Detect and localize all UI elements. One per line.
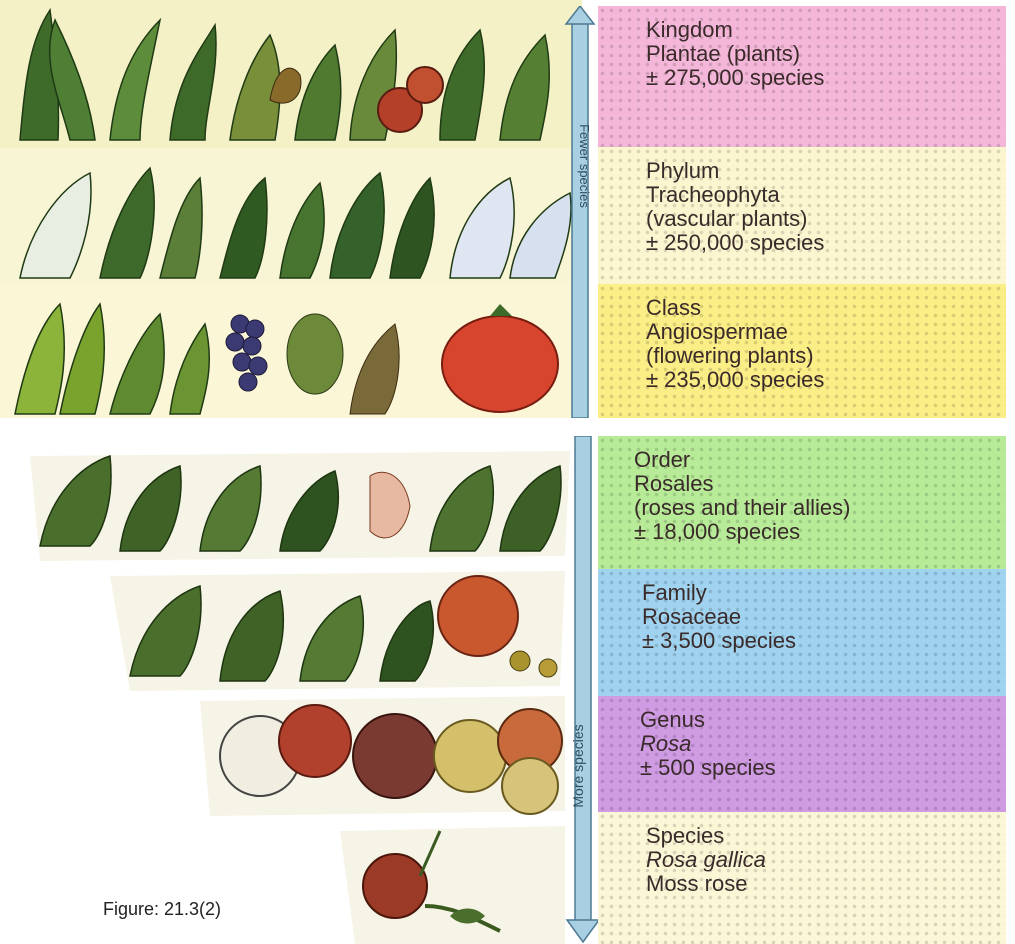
rank-name: Rosa — [640, 732, 1006, 756]
phylum-plants-illustration — [0, 148, 582, 284]
rank-name: Rosaceae — [642, 605, 1006, 629]
genus-illustration — [200, 696, 565, 816]
rank-common-name: Moss rose — [646, 872, 1006, 896]
vascular-plants-drawing — [0, 148, 582, 284]
rank-count: ± 500 species — [640, 756, 1006, 780]
rank-count: ± 3,500 species — [642, 629, 1006, 653]
rank-phylum: Phylum Tracheophyta (vascular plants) ± … — [598, 147, 1006, 284]
order-illustration — [30, 451, 570, 561]
rank-genus: Genus Rosa ± 500 species — [598, 696, 1006, 812]
more-species-label: More species — [570, 724, 586, 807]
rank-title: Species — [646, 824, 1006, 848]
fewer-species-label: Fewer species — [577, 124, 592, 208]
rank-kingdom: Kingdom Plantae (plants) ± 275,000 speci… — [598, 6, 1006, 147]
rank-title: Genus — [640, 708, 1006, 732]
flowering-plants-drawing — [0, 284, 582, 418]
rank-count: ± 235,000 species — [646, 368, 1006, 392]
rank-description: (flowering plants) — [646, 344, 1006, 368]
rank-title: Order — [634, 448, 1006, 472]
rank-count: ± 275,000 species — [646, 66, 1006, 90]
rank-count: ± 250,000 species — [646, 231, 1006, 255]
rank-title: Family — [642, 581, 1006, 605]
species-illustration — [340, 826, 565, 944]
rank-count: ± 18,000 species — [634, 520, 1006, 544]
rank-name: Rosa gallica — [646, 848, 1006, 872]
rank-description: (vascular plants) — [646, 207, 1006, 231]
rank-title: Class — [646, 296, 1006, 320]
figure-label: Figure: 21.3(2) — [103, 899, 221, 920]
plants-drawing — [0, 0, 582, 148]
rank-title: Kingdom — [646, 18, 1006, 42]
rank-order: Order Rosales (roses and their allies) ±… — [598, 436, 1006, 569]
narrowing-illustrations — [0, 436, 582, 944]
rank-name: Plantae (plants) — [646, 42, 1006, 66]
rank-name: Tracheophyta — [646, 183, 1006, 207]
lower-illustration-panel — [0, 436, 582, 944]
section-gap — [0, 418, 1015, 436]
rank-name: Angiospermae — [646, 320, 1006, 344]
kingdom-plants-illustration — [0, 0, 582, 148]
rank-class: Class Angiospermae (flowering plants) ± … — [598, 284, 1006, 418]
class-plants-illustration — [0, 284, 582, 418]
rank-description: (roses and their allies) — [634, 496, 1006, 520]
upper-illustration-panel — [0, 0, 582, 418]
fewer-species-arrow: Fewer species — [560, 6, 600, 418]
rank-name: Rosales — [634, 472, 1006, 496]
more-species-arrow: More species — [563, 436, 603, 944]
rank-family: Family Rosaceae ± 3,500 species — [598, 569, 1006, 696]
rank-species: Species Rosa gallica Moss rose — [598, 812, 1006, 944]
family-illustration — [110, 571, 565, 691]
rank-title: Phylum — [646, 159, 1006, 183]
